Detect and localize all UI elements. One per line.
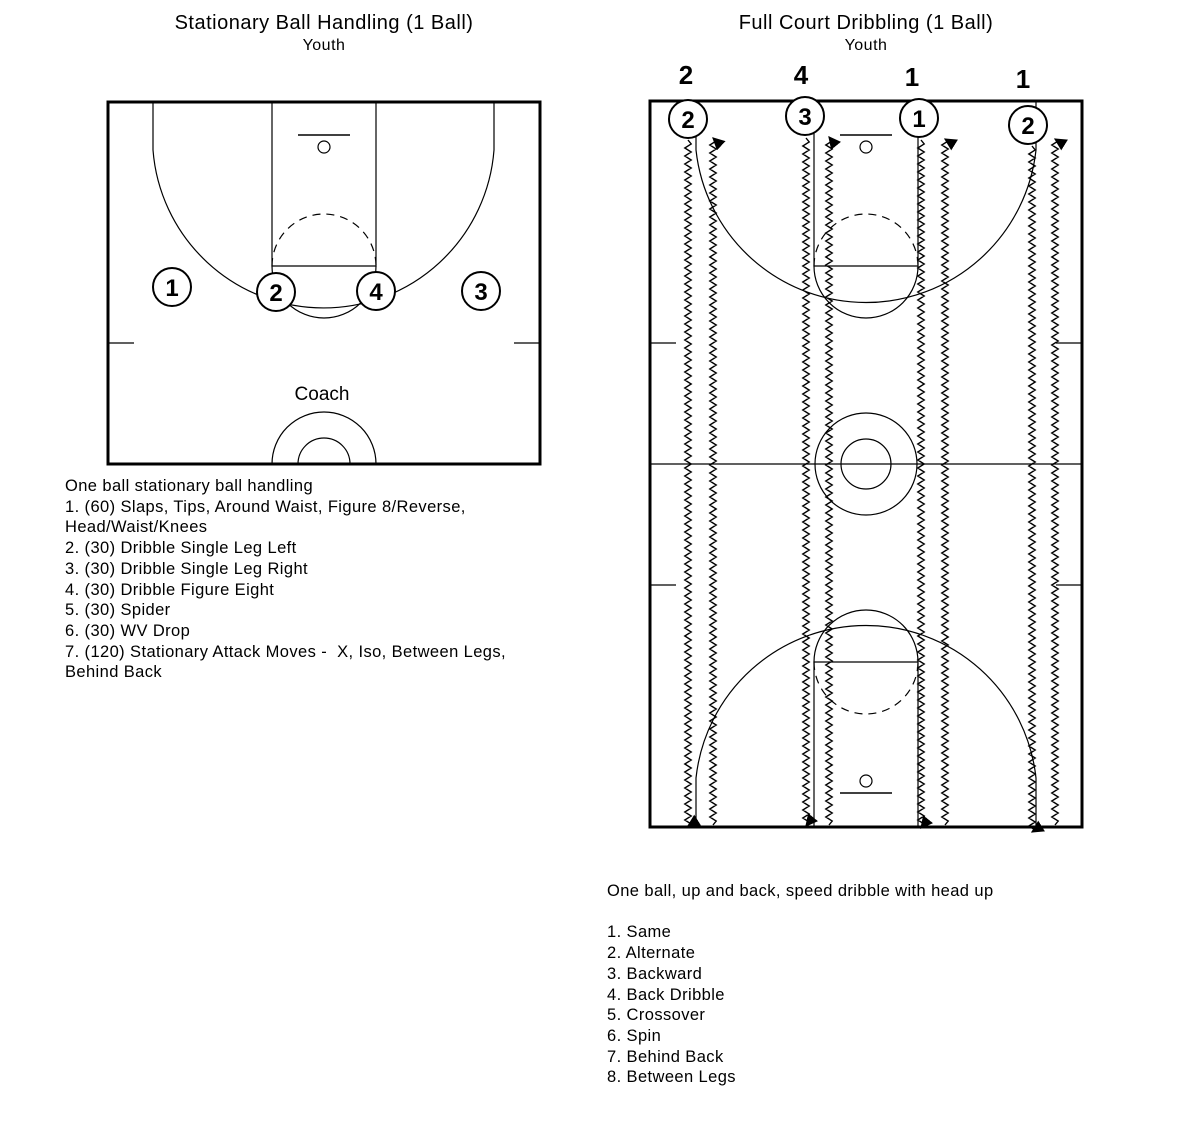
svg-text:2: 2 bbox=[1021, 113, 1034, 140]
dribble-path-up-lane-4 bbox=[1050, 138, 1068, 826]
left-item: 7. (120) Stationary Attack Moves - X, Is… bbox=[65, 642, 507, 661]
right-player-3-lane-2: 3 bbox=[785, 96, 825, 136]
right-description-intro: One ball, up and back, speed dribble wit… bbox=[607, 882, 994, 900]
right-item: 1. Same bbox=[607, 923, 672, 942]
right-diagram-subtitle: Youth bbox=[844, 37, 888, 54]
order-number-lane-2: 4 bbox=[794, 60, 809, 90]
left-diagram-title: Stationary Ball Handling (1 Ball) bbox=[174, 12, 474, 34]
svg-text:3: 3 bbox=[798, 104, 811, 131]
left-item: 5. (30) Spider bbox=[65, 601, 171, 620]
order-number-lane-3: 1 bbox=[905, 62, 919, 92]
svg-text:2: 2 bbox=[269, 280, 282, 307]
right-item: 4. Back Dribble bbox=[607, 985, 725, 1004]
dribble-path-down-lane-4 bbox=[1027, 145, 1045, 833]
dribble-path-down-lane-3 bbox=[916, 139, 934, 829]
left-diagram-subtitle: Youth bbox=[302, 37, 346, 54]
left-description-intro: One ball stationary ball handling bbox=[65, 477, 314, 495]
dribble-path-down-lane-1 bbox=[683, 139, 701, 827]
svg-text:1: 1 bbox=[912, 106, 925, 133]
left-item: 4. (30) Dribble Figure Eight bbox=[65, 580, 275, 599]
left-description: One ball stationary ball handling 1. (60… bbox=[65, 476, 565, 683]
left-item: 1. (60) Slaps, Tips, Around Waist, Figur… bbox=[65, 497, 466, 516]
dribble-path-up-lane-3 bbox=[940, 138, 958, 826]
coach-label: Coach bbox=[295, 384, 350, 405]
right-player-1-lane-3: 1 bbox=[899, 98, 939, 138]
svg-text:1: 1 bbox=[165, 275, 178, 302]
right-player-2-lane-1: 2 bbox=[668, 99, 708, 139]
left-player-3: 3 bbox=[461, 271, 501, 311]
svg-text:4: 4 bbox=[369, 279, 383, 306]
right-item: 8. Between Legs bbox=[607, 1068, 736, 1087]
right-item: 6. Spin bbox=[607, 1026, 662, 1045]
left-player-4: 4 bbox=[356, 271, 396, 311]
svg-text:3: 3 bbox=[474, 279, 487, 306]
left-item: 2. (30) Dribble Single Leg Left bbox=[65, 539, 297, 558]
right-description: One ball, up and back, speed dribble wit… bbox=[607, 881, 1107, 1088]
dribble-path-up-lane-2 bbox=[824, 136, 842, 826]
left-player-1: 1 bbox=[152, 267, 192, 307]
right-player-2-lane-4: 2 bbox=[1008, 105, 1048, 145]
dribble-paths bbox=[683, 136, 1068, 833]
svg-text:2: 2 bbox=[681, 107, 694, 134]
right-item: 2. Alternate bbox=[607, 944, 696, 963]
right-item: 5. Crossover bbox=[607, 1006, 706, 1025]
order-number-lane-4: 1 bbox=[1016, 64, 1030, 94]
right-item: 3. Backward bbox=[607, 964, 703, 983]
right-item: 7. Behind Back bbox=[607, 1047, 724, 1066]
order-number-lane-1: 2 bbox=[679, 60, 693, 90]
dribble-path-up-lane-1 bbox=[708, 137, 726, 826]
left-item: Head/Waist/Knees bbox=[65, 518, 208, 537]
left-item: 6. (30) WV Drop bbox=[65, 621, 191, 640]
full-court bbox=[648, 99, 1084, 829]
dribble-path-down-lane-2 bbox=[801, 137, 819, 827]
left-item: 3. (30) Dribble Single Leg Right bbox=[65, 559, 309, 578]
left-player-2: 2 bbox=[256, 272, 296, 312]
left-item: Behind Back bbox=[65, 663, 163, 682]
right-diagram-title: Full Court Dribbling (1 Ball) bbox=[738, 12, 994, 34]
